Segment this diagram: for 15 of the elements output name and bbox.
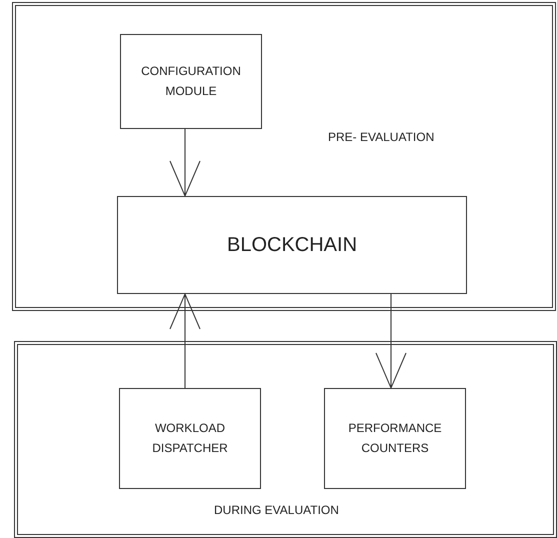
box-label: WORKLOAD DISPATCHER: [151, 420, 229, 456]
arrow: [170, 128, 200, 196]
process-box: [120, 34, 262, 129]
stage-panel: [14, 341, 557, 538]
box-label: BLOCKCHAIN: [226, 233, 358, 258]
arrow: [376, 294, 406, 388]
arrow: [170, 294, 200, 388]
process-box: [117, 196, 467, 294]
stage-label: DURING EVALUATION: [214, 503, 339, 517]
process-box: [324, 388, 466, 489]
process-box: [119, 388, 261, 489]
box-label: PERFORMANCE COUNTERS: [347, 420, 443, 456]
box-label: CONFIGURATION MODULE: [140, 63, 242, 100]
stage-panel: [12, 2, 556, 311]
stage-label: PRE- EVALUATION: [328, 130, 434, 144]
